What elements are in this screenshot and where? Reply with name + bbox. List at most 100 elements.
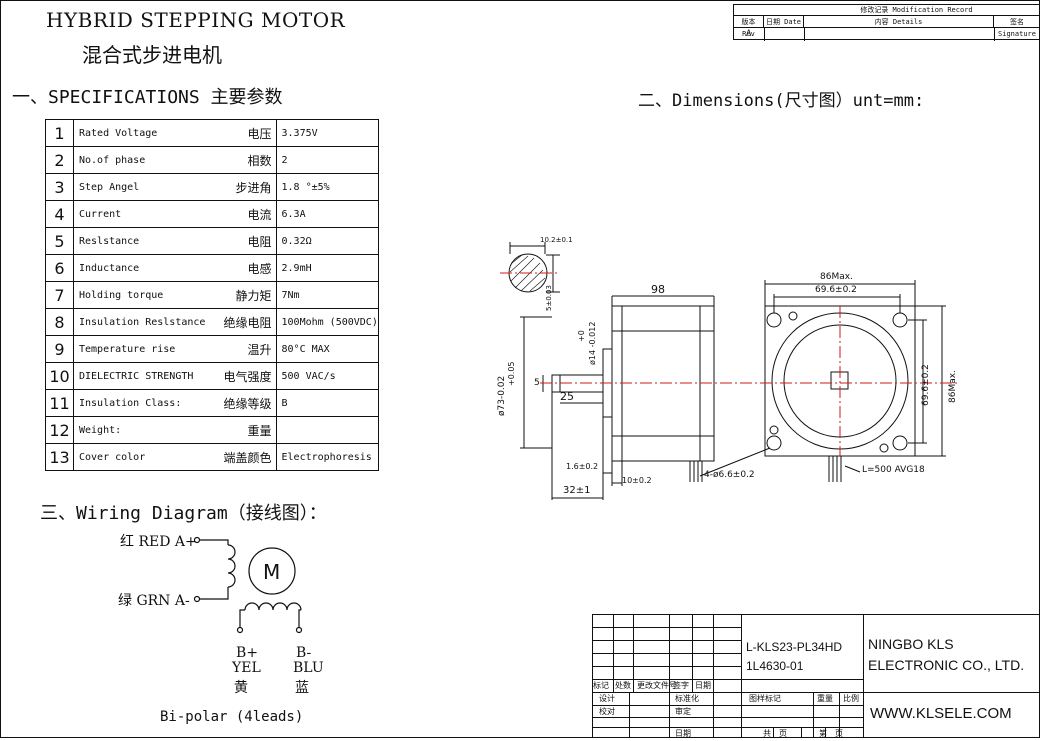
- title-block: 标记 处数 更改文件号 签字 日期 设计 校对 标准化 审定 日期 图样标记 重…: [592, 614, 1040, 738]
- dim-10: 10±0.2: [622, 476, 652, 485]
- spec-name-en: Insulation Reslstance: [73, 308, 224, 336]
- tb-standard: 标准化: [675, 694, 699, 703]
- tb-row-label-date: 日期: [695, 681, 711, 690]
- dim-lead-length: L=500 AVG18: [862, 465, 925, 475]
- dim-69-width: 69.6±0.2: [815, 285, 857, 295]
- spec-name-cn: 相数: [223, 146, 277, 174]
- spec-name-en: Cover color: [73, 443, 224, 471]
- wiring-caption: Bi-polar (4leads): [160, 709, 304, 725]
- motor-circle: [248, 547, 296, 595]
- tb-check: 校对: [599, 707, 615, 716]
- terminal-a-minus: [193, 595, 201, 603]
- shaft-hatch: [509, 254, 546, 292]
- spec-heading: 一、SPECIFICATIONS 主要参数: [12, 87, 283, 108]
- spec-value: 3.375V: [275, 119, 379, 147]
- dim-shaft-5: 5: [534, 378, 540, 388]
- label-b-minus-cn: 蓝: [295, 680, 309, 696]
- part-number-2: 1L4630-01: [746, 659, 804, 673]
- label-b-minus-color: BLU: [293, 660, 324, 676]
- spec-number: 12: [45, 416, 74, 444]
- tb-row-label-file: 更改文件号: [637, 681, 677, 690]
- spec-value: 2.9mH: [275, 254, 379, 282]
- tb-design: 设计: [599, 694, 615, 703]
- tb-total-pages: 共 页: [763, 729, 787, 738]
- terminal-b-plus: [236, 626, 244, 634]
- company-website: WWW.KLSELE.COM: [870, 705, 1012, 722]
- mount-hole-bl: [766, 435, 782, 451]
- label-a-minus: 绿 GRN A-: [118, 593, 190, 609]
- spec-name-en: Reslstance: [73, 227, 224, 255]
- spec-name-en: No.of phase: [73, 146, 224, 174]
- spec-value: Electrophoresis: [275, 443, 379, 471]
- label-b-plus: B+: [236, 645, 259, 661]
- spec-number: 7: [45, 281, 74, 309]
- tb-row-label-count: 处数: [615, 681, 631, 690]
- terminal-a-plus: [193, 536, 201, 544]
- spec-name-cn: 端盖颜色: [223, 443, 277, 471]
- mount-hole-br: [892, 435, 908, 451]
- coil-b: [244, 602, 302, 611]
- company-line-2: ELECTRONIC CO., LTD.: [868, 657, 1025, 673]
- tb-page: 第 页: [819, 729, 843, 738]
- modrec-rev-value: A: [746, 29, 752, 39]
- spec-number: 4: [45, 200, 74, 228]
- part-number: L-KLS23-PL34HD: [746, 640, 843, 654]
- modrec-col-signature: 签名 Signature: [994, 16, 1040, 38]
- spec-name-en: Insulation Class:: [73, 389, 224, 417]
- label-b-minus: B-: [296, 645, 312, 661]
- modrec-col-details: 内容 Details: [804, 16, 994, 28]
- company-line-1: NINGBO KLS: [868, 636, 954, 652]
- spec-name-en: Inductance: [73, 254, 224, 282]
- terminal-b-minus: [295, 626, 303, 634]
- motor-symbol: M: [263, 560, 281, 584]
- modrec-col-date: 日期 Date: [764, 16, 804, 28]
- spec-name-cn: 重量: [223, 416, 277, 444]
- tb-review: 审定: [675, 707, 691, 716]
- label-a-plus: 红 RED A+: [120, 534, 197, 550]
- spec-number: 8: [45, 308, 74, 336]
- spec-value: 500 VAC/s: [275, 362, 379, 390]
- dim-32: 32±1: [563, 485, 591, 496]
- title-chinese: 混合式步进电机: [82, 43, 222, 67]
- dimensions-heading: 二、Dimensions(尺寸图）unt=mm:: [638, 91, 925, 111]
- spec-number: 1: [45, 119, 74, 147]
- tb-date: 日期: [675, 729, 691, 738]
- dim-1-6: 1.6±0.2: [566, 462, 599, 471]
- tb-weight: 重量: [817, 694, 833, 703]
- wiring-heading: 三、Wiring Diagram（接线图）：: [40, 503, 327, 524]
- tb-scale: 比例: [843, 694, 859, 703]
- dim-98: 98: [651, 283, 665, 296]
- spec-value: 1.8 °±5%: [275, 173, 379, 201]
- centerlines: [500, 272, 960, 456]
- spec-value: 2: [275, 146, 379, 174]
- label-b-plus-cn: 黄: [234, 680, 248, 696]
- modrec-title: 修改记录 Modification Record: [734, 5, 1039, 16]
- spec-name-en: DIELECTRIC STRENGTH: [73, 362, 224, 390]
- label-b-plus-color: YEL: [232, 660, 261, 676]
- coil-a: [227, 544, 236, 588]
- spec-number: 10: [45, 362, 74, 390]
- spec-name-cn: 电压: [223, 119, 277, 147]
- spec-name-cn: 电阻: [223, 227, 277, 255]
- dim-shaft-25: 25: [560, 390, 574, 403]
- dim-key-width: 10.2±0.1: [540, 236, 573, 244]
- modification-record: 修改记录 Modification Record 版本 Rev 日期 Date …: [733, 4, 1040, 41]
- spec-value: 0.32Ω: [275, 227, 379, 255]
- dim-mount-holes: 4-ø6.6±0.2: [704, 470, 755, 480]
- tb-row-label-mark: 标记: [593, 681, 609, 690]
- tb-pattern-mark: 图样标记: [749, 694, 781, 703]
- spec-name-en: Rated Voltage: [73, 119, 224, 147]
